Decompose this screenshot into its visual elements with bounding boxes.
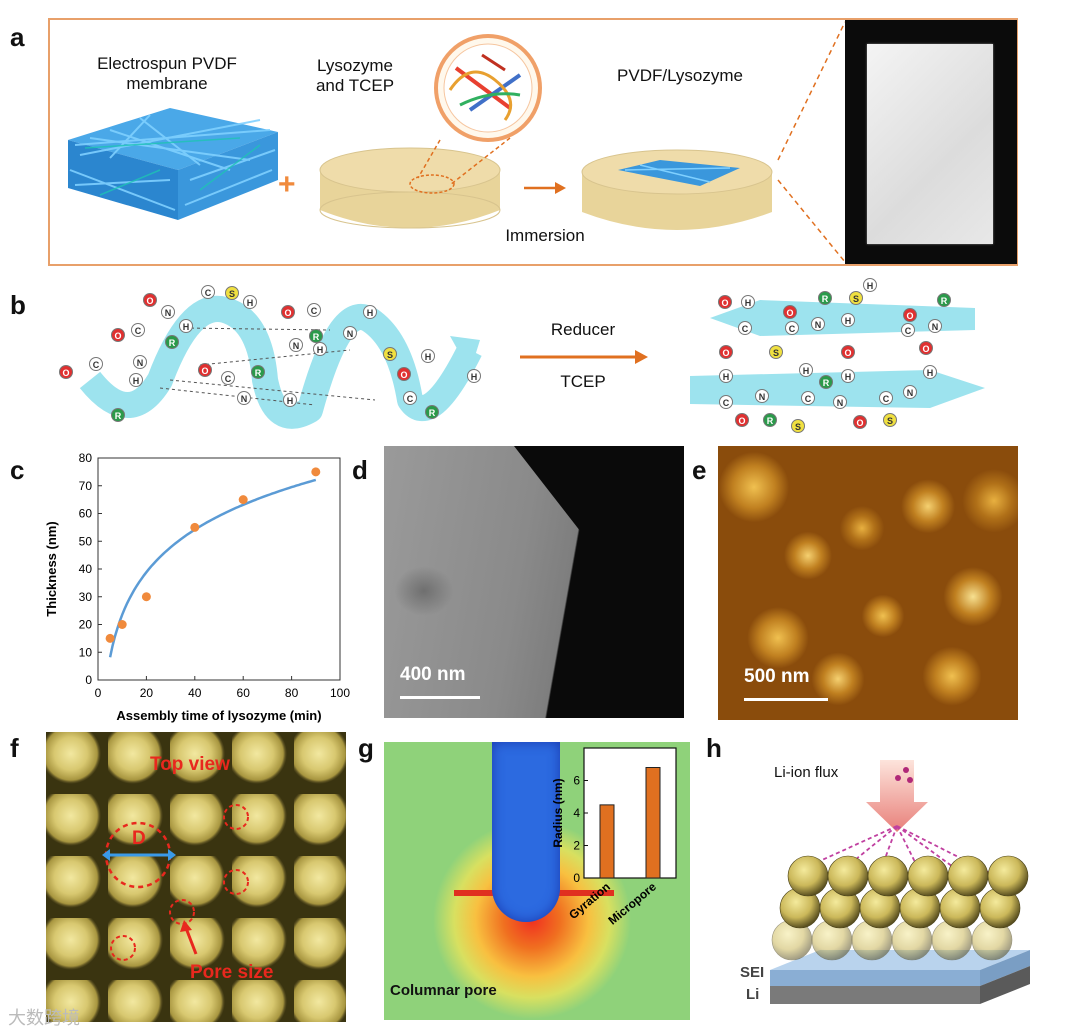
sem-image: [384, 446, 684, 718]
afm-image: [718, 446, 1018, 720]
inset-frame: [583, 747, 677, 879]
afm-scale-label: 500 nm: [744, 666, 810, 687]
reagent-label: Lysozyme and TCEP: [300, 56, 410, 96]
panel-a-illustration: +: [68, 21, 845, 263]
inset-category-label: Micropore: [605, 879, 659, 927]
plus-sign: +: [278, 168, 296, 201]
immersion-label: Immersion: [505, 226, 585, 245]
x-tick-label: 40: [188, 686, 202, 700]
y-tick-label: 10: [79, 645, 93, 659]
y-tick-label: 80: [79, 452, 93, 465]
data-point: [117, 620, 127, 629]
reagent-label-line2: and TCEP: [315, 76, 395, 95]
inset-y-tick-label: 0: [573, 871, 580, 885]
columnar-pore-label: Columnar pore: [390, 982, 497, 999]
inset-y-label: Radius (nm): [551, 778, 565, 847]
fit-curve: [108, 478, 317, 658]
y-tick-label: 70: [79, 479, 93, 493]
data-point: [141, 592, 151, 602]
y-tick-label: 50: [79, 534, 93, 548]
y-tick-label: 60: [79, 507, 93, 521]
panel-label-c: c: [10, 455, 25, 485]
panel-label-f: f: [10, 733, 19, 763]
pore-size-label: Pore size: [190, 962, 274, 983]
y-tick-label: 20: [79, 618, 93, 632]
lysozyme-sphere: [907, 855, 949, 897]
reducer-label: Reducer: [550, 320, 616, 339]
inset-bar: [645, 767, 661, 879]
li-label: Li: [746, 986, 760, 1003]
sei-label: SEI: [740, 964, 765, 981]
data-point: [311, 467, 321, 477]
petri-dish-2-icon: [581, 149, 773, 230]
sem-scale-label: 400 nm: [400, 664, 466, 685]
y-tick-label: 0: [85, 673, 92, 687]
inset-y-tick-label: 2: [573, 839, 580, 853]
top-view-label: Top view: [150, 754, 230, 775]
lysozyme-sphere: [867, 855, 909, 897]
plot-frame: [97, 457, 341, 681]
lysozyme-sphere: [827, 855, 869, 897]
petri-dish-1-icon: [319, 147, 501, 229]
membrane-photo: [845, 20, 1017, 264]
x-tick-label: 0: [95, 686, 102, 700]
panel-label-b: b: [10, 290, 26, 320]
reagent-label-line1: Lysozyme: [317, 56, 393, 75]
x-tick-label: 100: [330, 686, 350, 700]
lysozyme-sphere: [787, 855, 829, 897]
data-point: [238, 495, 248, 505]
x-tick-label: 20: [140, 686, 154, 700]
panel-label-h: h: [706, 733, 722, 763]
sem-scale-bar: [400, 696, 480, 699]
panel-label-a: a: [10, 22, 25, 52]
inset-y-tick-label: 4: [573, 806, 580, 820]
x-tick-label: 80: [285, 686, 299, 700]
tcep-label: TCEP: [560, 372, 606, 391]
li-deposition-schematic: [770, 760, 1030, 1004]
data-point: [190, 522, 200, 532]
panel-label-d: d: [352, 455, 368, 485]
x-tick-label: 60: [237, 686, 251, 700]
protein-zoom-icon: [417, 34, 542, 186]
y-tick-label: 30: [79, 590, 93, 604]
membrane-label-line2: membrane: [126, 74, 208, 93]
afm-scale-bar: [744, 698, 828, 701]
panel-label-g: g: [358, 733, 374, 763]
membrane-label-line1: Electrospun PVDF: [97, 54, 237, 73]
immersion-arrow-icon: [524, 182, 566, 194]
li-ion-flux-label: Li-ion flux: [774, 764, 839, 781]
diameter-label: D: [132, 828, 146, 849]
product-label: PVDF/Lysozyme: [617, 66, 743, 85]
y-tick-label: 40: [79, 562, 93, 576]
x-axis-label: Assembly time of lysozyme (min): [116, 708, 321, 723]
top-view-spheres: [46, 732, 346, 1022]
lysozyme-sphere: [947, 855, 989, 897]
watermark: 大数跨境: [8, 1008, 80, 1028]
inset-y-tick-label: 6: [573, 774, 580, 788]
data-point: [105, 633, 115, 643]
inset-bar: [599, 804, 615, 879]
pvdf-membrane-icon: [68, 108, 278, 220]
membrane-label: Electrospun PVDF membrane: [82, 54, 252, 94]
lysozyme-sphere: [987, 855, 1029, 897]
panel-a-frame: [48, 18, 1018, 266]
panel-b-schematic: [79, 295, 985, 429]
y-axis-label: Thickness (nm): [44, 521, 59, 616]
saxs-map: [384, 742, 690, 1020]
panel-label-e: e: [692, 455, 707, 485]
top-view-annotations: [102, 804, 249, 961]
